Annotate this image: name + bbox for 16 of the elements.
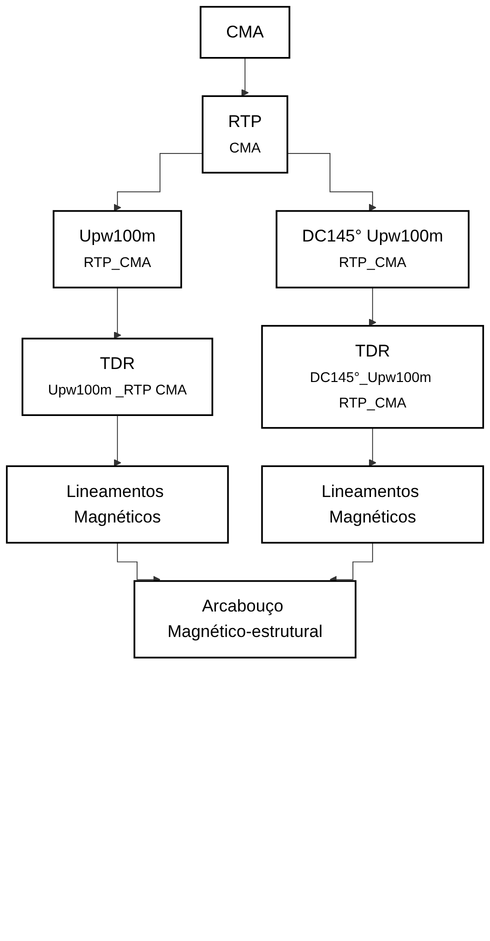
node-box: RTP CMA — [202, 95, 288, 174]
node-box: TDR Upw100m _RTP CMA — [22, 338, 214, 416]
node-box: CMA — [200, 6, 290, 59]
node-box: Arcabouço Magnético-estrutural — [134, 580, 356, 658]
node-box: TDR DC145°_Upw100m RTP_CMA — [261, 324, 484, 429]
arrow — [286, 153, 376, 212]
node-box: Lineamentos Magnéticos — [6, 465, 229, 544]
arrow — [114, 287, 122, 339]
node-box: Lineamentos Magnéticos — [261, 465, 484, 544]
node-box: Upw100m RTP_CMA — [52, 210, 182, 288]
arrow — [114, 153, 204, 212]
node-box: DC145° Upw100m RTP_CMA — [276, 210, 470, 288]
arrow — [241, 57, 249, 96]
arrow — [114, 414, 122, 467]
arrow — [368, 287, 376, 326]
arrow — [368, 427, 376, 467]
